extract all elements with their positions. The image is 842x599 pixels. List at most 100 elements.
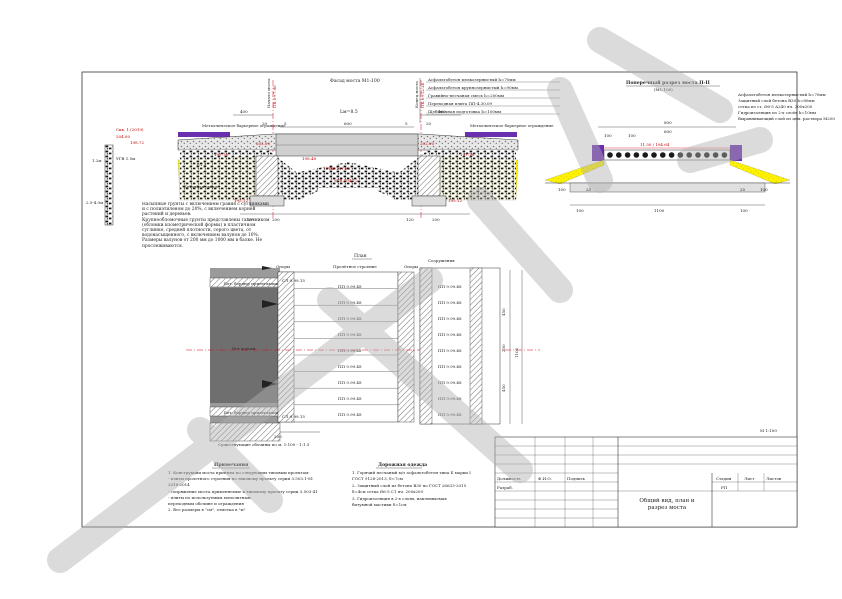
- notes-road-1: ГОСТ 9128-2013, δ=7см: [352, 476, 403, 481]
- dim-400-right: 400: [438, 109, 446, 114]
- plan-beam-2: ПП 9.99.48: [338, 316, 362, 321]
- notes-road-4: 3. Гидроизоляция в 2-х слоях, наклеиваем…: [352, 496, 447, 501]
- borehole-note-1: Насыпные грунты с включением гравия с су…: [142, 202, 269, 218]
- elev-bottom-right: 195.12: [448, 198, 462, 203]
- dim-400-left: 400: [240, 109, 248, 114]
- hollow-core: [704, 152, 710, 158]
- dim-5-left: 5: [284, 121, 287, 126]
- notes-road-title: Дорожная одежда: [378, 462, 427, 468]
- hollow-core: [660, 152, 666, 158]
- plan-dim-width: 1100: [514, 347, 519, 358]
- elev-bottom-left: 195.12: [234, 198, 248, 203]
- dim-20-left: 20: [262, 121, 268, 126]
- section-hollow-cores: [607, 152, 728, 158]
- plan-dim-right-2: 450: [501, 384, 506, 392]
- notes-primary-3: - сопряжение моста применяемые к типовом…: [168, 489, 318, 494]
- section-foundation: [569, 182, 766, 193]
- plan-dim-right-0: 450: [501, 308, 506, 316]
- dim-bottom-0: 120: [246, 217, 254, 222]
- barrier-right-label: Металлическое барьерное ограждение: [470, 123, 554, 128]
- borehole-mid-elev: 198.72: [130, 140, 144, 145]
- plan-view: План Опоры Пролётное строение Опоры Соор…: [186, 253, 777, 447]
- plan-beam-5: ПП 9.99.48: [338, 364, 362, 369]
- plan-beam-right-7: ПП 9.99.48: [438, 396, 462, 401]
- hollow-core: [695, 152, 701, 158]
- plan-legend-small: Существующие обочины по м. 1:100 - 1:1.5: [218, 442, 310, 447]
- tb-row1-col2: Подпись: [567, 476, 586, 481]
- plan-col-section: Сооружения: [428, 258, 455, 263]
- plan-dim-right-1: 200: [501, 344, 506, 352]
- hollow-core: [668, 152, 675, 158]
- section-dim-mid-0: 100: [604, 133, 612, 138]
- elev-mid: 198.48: [302, 156, 316, 161]
- plan-joint-bottom: СЛ 9.99.15: [282, 414, 305, 419]
- plan-beam-right-6: ПП 9.99.48: [438, 380, 462, 385]
- tb-sheets-header: Листов: [766, 476, 782, 481]
- notes-road-2: 2. Защитный слой из бетона В30 по ГОСТ 2…: [352, 483, 467, 488]
- facade-title: Фасад моста М1:100: [330, 78, 380, 84]
- section-note-4: Выравнивающий слой из цем. раствора М200: [738, 116, 835, 121]
- hollow-core: [616, 152, 622, 158]
- section-dim-bottom-0: 100: [558, 187, 566, 192]
- elev-low-left: 197.76: [214, 152, 228, 157]
- plan-beam-7: ПП 9.99.48: [338, 396, 362, 401]
- plan-beam-right-5: ПП 9.99.48: [438, 364, 462, 369]
- section-dim-bottom-3: 100: [760, 187, 768, 192]
- plan-scale: М 1:100: [760, 428, 777, 433]
- barrier-left: [178, 132, 230, 137]
- section-title: Поперечный разрез моста II-II: [626, 79, 710, 86]
- plan-col-supports-left: Опоры: [276, 264, 291, 269]
- pavement-layers: Асфальтобетон мелкозернистый h=70мм Асфа…: [419, 77, 560, 123]
- facade-pk-right: ПК 0+12.28: [420, 82, 425, 108]
- section-dim-top: 800: [664, 120, 672, 125]
- facade-pk-left: ПК 0+7.98: [272, 85, 277, 108]
- plan-col-spans: Пролётное строение: [333, 264, 377, 269]
- section-dim-mid-1: 100: [628, 133, 636, 138]
- plan-beam-right-4: ПП 9.99.48: [438, 348, 462, 353]
- hollow-core: [712, 152, 719, 158]
- borehole-column: Скв. 1 (2019) 204.00 198.72 1.2м УГВ 1.5…: [86, 127, 270, 249]
- hollow-core: [677, 152, 684, 158]
- plan-joint-top: СЛ 9.99.15: [282, 278, 305, 283]
- section-dim-low-1: 100: [740, 208, 748, 213]
- hollow-core: [607, 152, 613, 158]
- notes-road-5: битумной мастики δ=1см: [352, 502, 406, 507]
- abutment-right: [417, 155, 441, 197]
- section-elev: 11.50 / 194.64: [640, 142, 670, 147]
- plan-left-row-top: Бет. бордюр прилегающий: [224, 281, 281, 286]
- notes-primary-2: 2018-2014: [168, 482, 190, 487]
- borehole-title: Скв. 1 (2019): [116, 127, 144, 132]
- plan-axis-label: Ось дороги: [232, 346, 256, 351]
- borehole-note-2: Крупнообломочные грунты представлены гал…: [142, 217, 270, 249]
- hollow-core: [686, 152, 692, 158]
- section-dim-mid-2: 600: [664, 129, 672, 134]
- borehole-top-elev: 204.00: [116, 134, 130, 139]
- section-dim-bottom-1: 25: [586, 187, 592, 192]
- notes-primary: Примечания 1. Конструкции моста приняты …: [168, 462, 318, 512]
- facade-view: Фасад моста М1:100 Начало моста ПК 0+7.9…: [177, 78, 554, 222]
- section-barrier-left: [592, 145, 604, 161]
- elev-water: УВВ 197.35: [326, 166, 350, 171]
- borehole-marker-1: УГВ 1.5м: [116, 156, 135, 161]
- hollow-core: [633, 152, 640, 158]
- hollow-core: [642, 152, 648, 158]
- elev-top-right: 202.00: [420, 141, 434, 146]
- ratio-label: 1:1.5: [196, 162, 207, 167]
- tb-row1-col1: Ф.И.О.: [538, 476, 552, 481]
- plan-beam-right-2: ПП 9.99.48: [438, 316, 462, 321]
- sheet-frame: [81, 71, 798, 528]
- section-dim-total: 1100: [654, 208, 665, 213]
- borehole-marker-0: 1.2м: [92, 158, 101, 163]
- section-dim-bottom-2: 25: [740, 187, 746, 192]
- plan-title: План: [354, 253, 367, 259]
- cross-section: Поперечный разрез моста II-II (М1:100) 8…: [544, 79, 835, 213]
- elev-top-left: 202.00: [256, 141, 270, 146]
- notes-primary-0: 1. Конструкции моста приняты по следующи…: [168, 470, 310, 475]
- plan-dim-200: 200: [274, 434, 282, 439]
- plan-beam-8: ПП 9.99.48: [338, 412, 362, 417]
- notes-road-3: δ=4см сетка Ø6-5 С1 яч. 200х200: [352, 489, 423, 494]
- dim-20-right: 20: [426, 121, 432, 126]
- tb-stage-header: Стадия: [716, 476, 732, 481]
